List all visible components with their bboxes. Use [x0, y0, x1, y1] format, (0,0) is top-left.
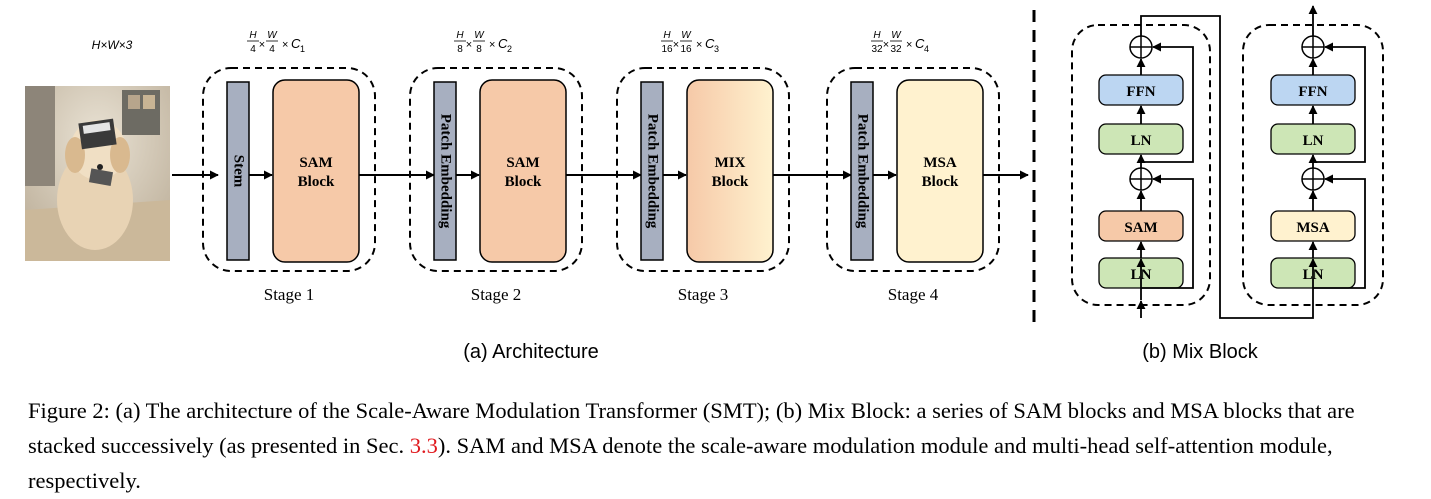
figure-caption: Figure 2: (a) The architecture of the Sc… — [28, 393, 1418, 498]
input-image — [25, 86, 170, 261]
caption-text-2: ). SAM and MSA denote the scale-aware mo… — [28, 433, 1333, 493]
patch-embedding-layer — [433, 81, 457, 261]
svg-text:8: 8 — [476, 44, 482, 55]
block-label-line2: Block — [712, 174, 749, 190]
stage-block — [686, 79, 774, 263]
stage-container — [616, 67, 790, 272]
svg-text:16: 16 — [661, 44, 673, 55]
svg-text:H: H — [663, 30, 671, 41]
svg-text:H: H — [873, 30, 881, 41]
block-label-line1: MIX — [715, 155, 746, 171]
embedding-label: Patch Embedding — [438, 114, 454, 229]
residual-arrow — [1313, 174, 1366, 289]
block-label-line1: SAM — [299, 155, 332, 171]
svg-text:×: × — [673, 39, 679, 51]
stage-label: Stage 3 — [678, 285, 729, 304]
stage-block — [479, 79, 567, 263]
stem-layer — [226, 81, 250, 261]
svg-text:×: × — [696, 39, 702, 51]
stage-label: Stage 2 — [471, 285, 522, 304]
subcaption-mix-block: (b) Mix Block — [1142, 341, 1259, 363]
svg-text:4: 4 — [250, 44, 256, 55]
svg-text:32: 32 — [871, 44, 883, 55]
attention-box-label: MSA — [1296, 220, 1330, 236]
embedding-label: Patch Embedding — [855, 114, 871, 229]
patch-embedding-layer — [850, 81, 874, 261]
svg-text:×: × — [489, 39, 495, 51]
residual-arrow — [1141, 42, 1194, 163]
caption-section-ref[interactable]: 3.3 — [409, 433, 438, 458]
svg-text:W: W — [474, 30, 485, 41]
svg-text:C: C — [498, 36, 508, 51]
svg-text:2: 2 — [507, 44, 512, 54]
svg-text:×: × — [466, 39, 472, 51]
attention-box-label: SAM — [1124, 220, 1157, 236]
svg-text:×: × — [282, 39, 288, 51]
stage-label: Stage 4 — [888, 285, 939, 304]
block-label-line1: SAM — [506, 155, 539, 171]
svg-text:W: W — [267, 30, 278, 41]
mix-container — [1242, 24, 1384, 306]
svg-text:H: H — [249, 30, 257, 41]
svg-text:1: 1 — [300, 44, 305, 54]
stage-block — [272, 79, 360, 263]
input-dim-label: H×W×3 — [92, 38, 133, 52]
svg-text:W: W — [681, 30, 692, 41]
svg-text:C: C — [915, 36, 925, 51]
embedding-label: Stem — [231, 155, 247, 188]
embedding-label: Patch Embedding — [645, 114, 661, 229]
svg-text:×: × — [883, 39, 889, 51]
patch-embedding-layer — [640, 81, 664, 261]
subcaption-architecture: (a) Architecture — [463, 341, 599, 363]
stage-block — [896, 79, 984, 263]
stage-container — [409, 67, 583, 272]
ffn-box-label: FFN — [1126, 84, 1155, 100]
svg-text:×: × — [906, 39, 912, 51]
svg-text:×: × — [259, 39, 265, 51]
ln-top-box-label: LN — [1303, 133, 1324, 149]
svg-text:32: 32 — [890, 44, 902, 55]
svg-text:C: C — [705, 36, 715, 51]
stage-container — [826, 67, 1000, 272]
block-label-line2: Block — [922, 174, 959, 190]
svg-text:H: H — [456, 30, 464, 41]
svg-text:C: C — [291, 36, 301, 51]
block-label-line1: MSA — [923, 155, 957, 171]
svg-text:3: 3 — [714, 44, 719, 54]
svg-text:4: 4 — [269, 44, 275, 55]
residual-arrow — [1313, 42, 1366, 163]
connector-left-to-right — [1140, 15, 1314, 319]
residual-arrow — [1141, 174, 1194, 289]
svg-text:16: 16 — [680, 44, 692, 55]
caption-text-1: Figure 2: (a) The architecture of the Sc… — [28, 398, 1355, 458]
ffn-box-label: FFN — [1298, 84, 1327, 100]
ln-top-box-label: LN — [1131, 133, 1152, 149]
stage-label: Stage 1 — [264, 285, 315, 304]
svg-text:W: W — [891, 30, 902, 41]
svg-text:4: 4 — [924, 44, 929, 54]
block-label-line2: Block — [298, 174, 335, 190]
stage-container — [202, 67, 376, 272]
svg-text:8: 8 — [457, 44, 463, 55]
block-label-line2: Block — [505, 174, 542, 190]
